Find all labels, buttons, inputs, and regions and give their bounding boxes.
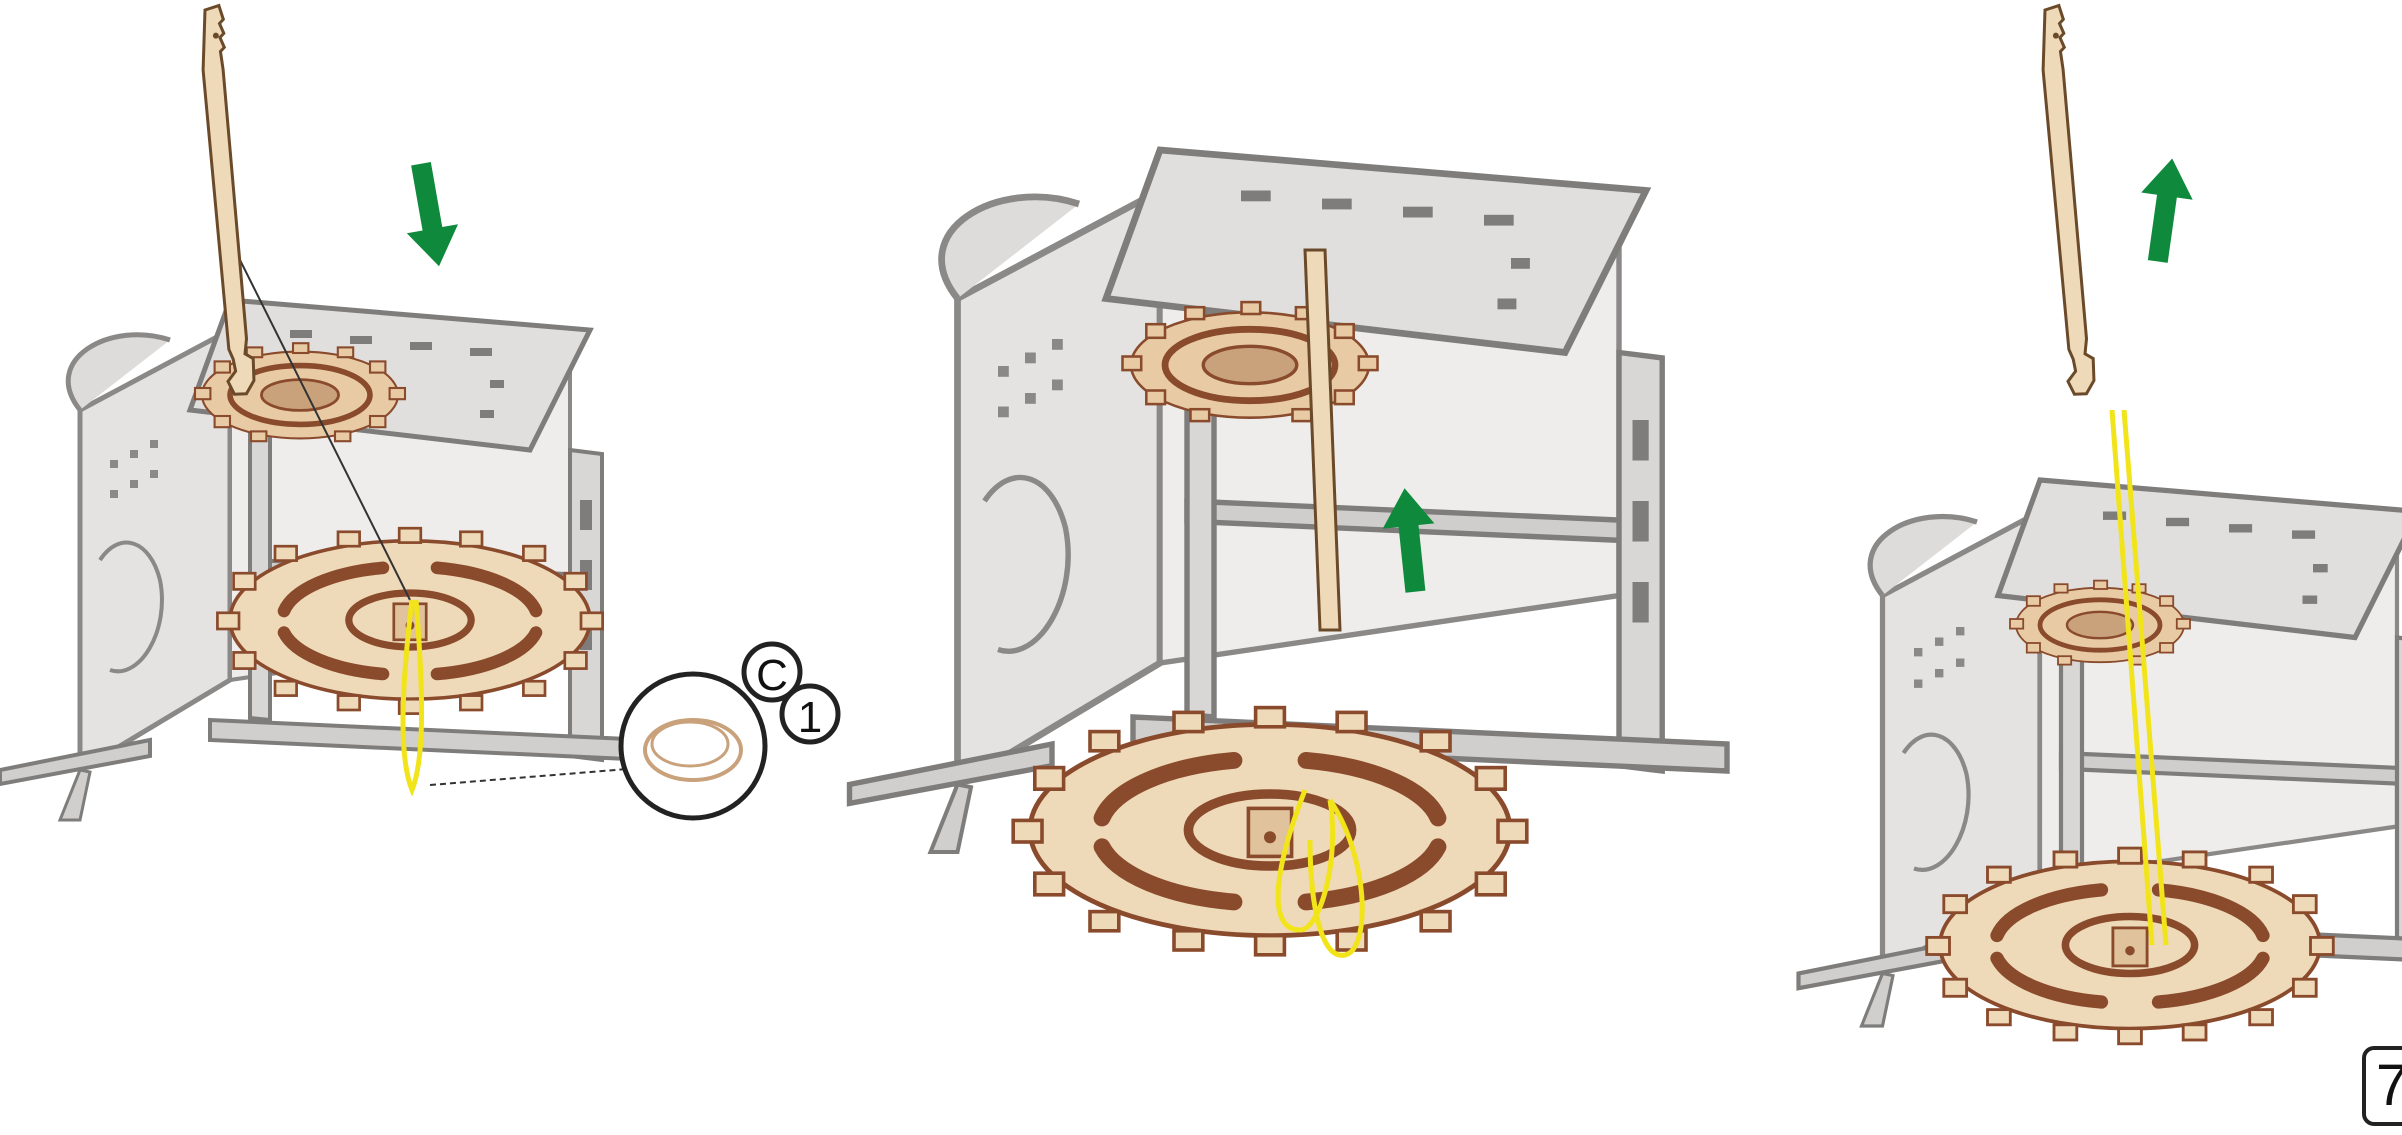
rubber-band-part-callout: C 1 — [621, 644, 838, 818]
up-arrow-icon — [2132, 155, 2198, 265]
step-3-pull-band-up — [1799, 5, 2402, 1044]
callout-line — [430, 768, 640, 785]
part-letter-badge: C — [756, 651, 788, 700]
hook-tool — [2041, 5, 2095, 395]
big-gear — [1927, 848, 2334, 1044]
down-arrow-icon — [395, 159, 464, 270]
step-2-hook-through-gear — [850, 150, 1728, 955]
hook-tool — [201, 5, 255, 395]
step-1-insert-hook: C 1 — [0, 5, 838, 820]
big-gear — [1013, 708, 1527, 955]
page-number: 7 — [2362, 1046, 2402, 1126]
quantity-badge: 1 — [798, 693, 822, 742]
